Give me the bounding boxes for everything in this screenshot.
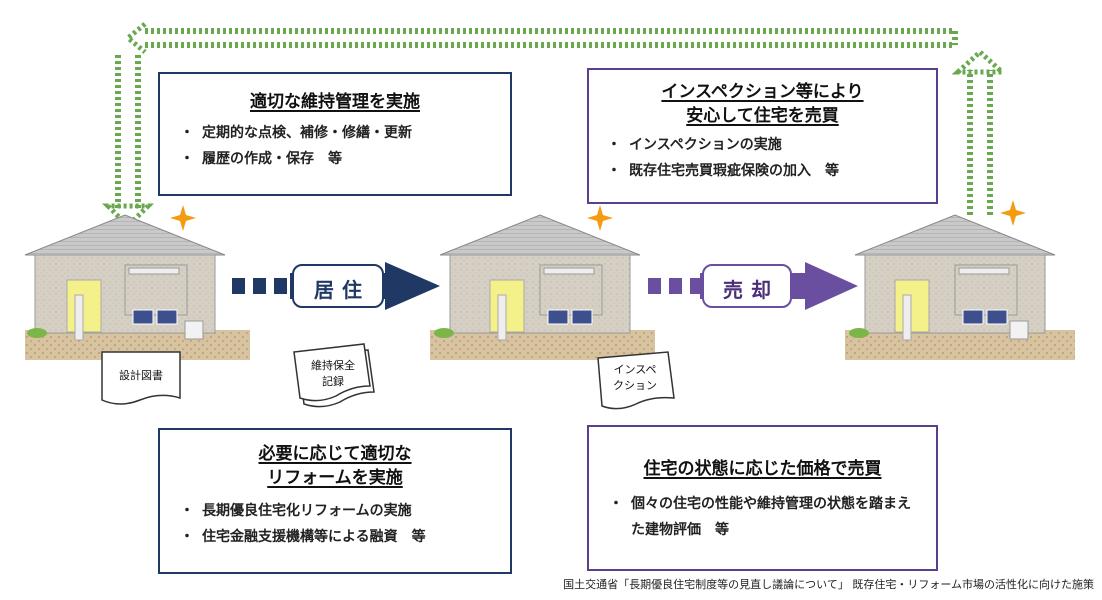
inspection-title-line-1: インスペクション等により <box>661 82 864 102</box>
sparkle-icon-2 <box>587 205 613 231</box>
design-document-icon <box>101 351 181 405</box>
cycle-arrowhead-down <box>101 203 155 230</box>
inspection-list: インスペクションの実施 既存住宅売買瑕疵保険の加入 等 <box>605 132 920 184</box>
sparkle-icon-1 <box>170 205 196 231</box>
maintenance-item-2: 履歴の作成・保存 等 <box>178 146 492 172</box>
house-icon-1 <box>24 214 250 360</box>
maintenance-record-label: 維持保全 記録 <box>298 358 368 390</box>
design-document-label: 設計図書 <box>102 368 180 384</box>
maintenance-list: 定期的な点検、補修・修繕・更新 履歴の作成・保存 等 <box>178 120 492 172</box>
maintenance-record-line-1: 維持保全 <box>311 359 355 372</box>
reform-list: 長期優良住宅化リフォームの実施 住宅金融支援機構等による融資 等 <box>178 498 492 550</box>
reform-box-title: 必要に応じて適切な リフォームを実施 <box>178 442 492 490</box>
reform-title-line-1: 必要に応じて適切な <box>258 444 412 464</box>
maintenance-item-1: 定期的な点検、補修・修繕・更新 <box>178 120 492 146</box>
maintenance-record-line-2: 記録 <box>322 375 344 388</box>
cycle-arrowhead-up <box>951 48 1009 75</box>
cycle-arrowhead-left <box>124 22 147 54</box>
citation-text: 国土交通省「長期優良住宅制度等の見直し議論について」 既存住宅・リフォーム市場の… <box>563 578 1094 591</box>
price-title-line-1: 住宅の状態に応じた価格で売買 <box>643 459 882 479</box>
inspection-box: インスペクション等により 安心して住宅を売買 インスペクションの実施 既存住宅売… <box>587 68 938 204</box>
house-icon-2 <box>430 214 655 360</box>
cycle-arrow <box>115 28 993 215</box>
design-document-text: 設計図書 <box>119 369 163 382</box>
maintenance-box: 適切な維持管理を実施 定期的な点検、補修・修繕・更新 履歴の作成・保存 等 <box>158 72 512 196</box>
price-box: 住宅の状態に応じた価格で売買 個々の住宅の性能や維持管理の状態を踏まえた建物評価… <box>587 425 938 571</box>
live-arrow <box>232 262 440 310</box>
inspection-document-line-2: クション <box>613 379 657 392</box>
inspection-item-2: 既存住宅売買瑕疵保険の加入 等 <box>605 158 920 184</box>
reform-title-line-2: リフォームを実施 <box>267 468 403 488</box>
price-box-title: 住宅の状態に応じた価格で売買 <box>607 457 918 481</box>
maintenance-record-icon <box>293 343 375 408</box>
reform-item-1: 長期優良住宅化リフォームの実施 <box>178 498 492 524</box>
price-item-1: 個々の住宅の性能や維持管理の状態を踏まえた建物評価 等 <box>607 491 918 543</box>
price-list: 個々の住宅の性能や維持管理の状態を踏まえた建物評価 等 <box>607 491 918 543</box>
reform-box: 必要に応じて適切な リフォームを実施 長期優良住宅化リフォームの実施 住宅金融支… <box>158 428 512 574</box>
maintenance-title-line-1: 適切な維持管理を実施 <box>250 92 420 112</box>
inspection-title-line-2: 安心して住宅を売買 <box>686 106 839 126</box>
inspection-box-title: インスペクション等により 安心して住宅を売買 <box>605 80 920 128</box>
sell-arrow-label: 売却 <box>723 278 779 302</box>
house-icon-3 <box>845 214 1075 360</box>
sparkle-icon-3 <box>1000 200 1026 226</box>
inspection-item-1: インスペクションの実施 <box>605 132 920 158</box>
maintenance-box-title: 適切な維持管理を実施 <box>178 90 492 114</box>
inspection-document-line-1: インスペ <box>613 363 657 376</box>
inspection-document-icon <box>597 351 675 410</box>
sell-arrow <box>648 262 858 310</box>
live-arrow-label: 居住 <box>314 278 370 302</box>
inspection-document-label: インスペ クション <box>600 362 670 394</box>
reform-item-2: 住宅金融支援機構等による融資 等 <box>178 524 492 550</box>
